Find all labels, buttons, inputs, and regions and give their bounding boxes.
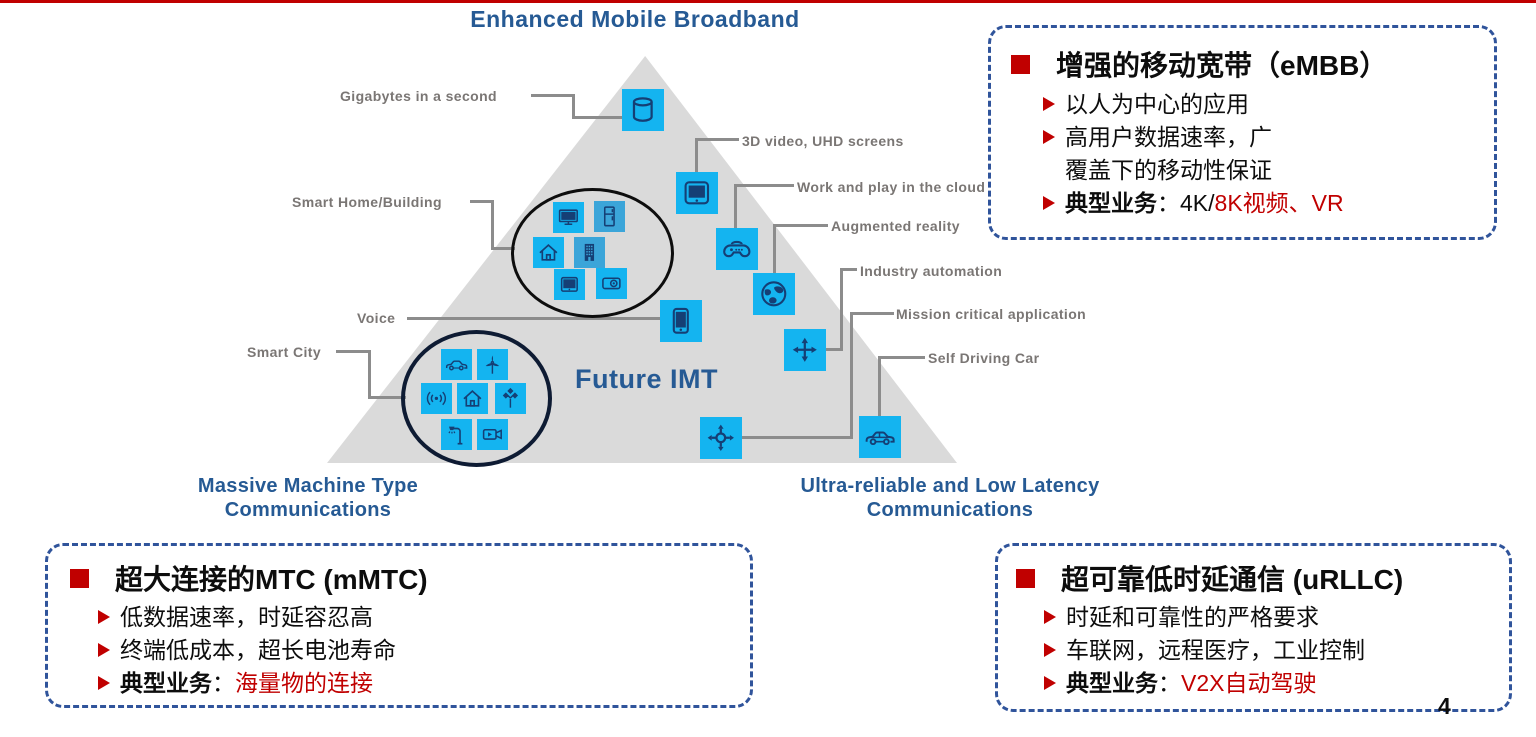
connector-line bbox=[368, 396, 406, 399]
urllc-axis-title-line1: Ultra-reliable and Low Latency bbox=[800, 475, 1100, 497]
arrow-bullet-icon bbox=[1044, 643, 1056, 657]
connector-line bbox=[840, 268, 857, 271]
arrow-bullet-icon bbox=[98, 610, 110, 624]
label-mission: Mission critical application bbox=[896, 306, 1087, 322]
building-icon bbox=[574, 237, 605, 268]
label-ar: Augmented reality bbox=[831, 218, 960, 234]
embb-bullet-1: 以人为中心的应用 bbox=[1043, 88, 1494, 121]
arrow-bullet-icon bbox=[1044, 610, 1056, 624]
label-self-driving: Self Driving Car bbox=[928, 350, 1040, 366]
camera-icon bbox=[596, 268, 627, 299]
connector-line bbox=[695, 138, 739, 141]
urllc-bullet-3: 典型业务：V2X自动驾驶 bbox=[1044, 667, 1509, 700]
city-house-icon bbox=[457, 383, 488, 414]
traffic-node-icon bbox=[495, 383, 526, 414]
wind-turbine-icon bbox=[477, 349, 508, 380]
globe-icon bbox=[753, 273, 795, 315]
connector-line bbox=[368, 350, 371, 399]
mmtc-title: 超大连接的MTC (mMTC) bbox=[115, 564, 428, 595]
four-way-arrows-icon bbox=[784, 329, 826, 371]
connector-line bbox=[572, 94, 575, 119]
future-imt-label: Future IMT bbox=[575, 364, 718, 394]
square-bullet-icon bbox=[1011, 54, 1030, 74]
connector-line bbox=[695, 138, 698, 174]
urllc-axis-title: Ultra-reliable and Low Latency Communica… bbox=[748, 474, 1152, 522]
arrow-bullet-icon bbox=[1044, 676, 1056, 690]
database-cylinder-icon bbox=[622, 89, 664, 131]
mmtc-callout-box: 超大连接的MTC (mMTC) 低数据速率，时延容忍高 终端低成本，超长电池寿命… bbox=[45, 543, 753, 708]
connector-line bbox=[773, 224, 776, 275]
label-voice: Voice bbox=[357, 310, 396, 326]
house-icon bbox=[533, 237, 564, 268]
connector-line bbox=[734, 184, 794, 187]
mmtc-axis-title-line1: Massive Machine Type bbox=[197, 475, 419, 497]
arrow-bullet-icon bbox=[1043, 130, 1055, 144]
urllc-bullet-1: 时延和可靠性的严格要求 bbox=[1044, 601, 1509, 634]
urllc-heading: 超可靠低时延通信 (uRLLC) bbox=[1016, 558, 1509, 598]
embb-title: 增强的移动宽带（eMBB） bbox=[1056, 50, 1388, 81]
label-smart-city: Smart City bbox=[247, 344, 322, 360]
arrow-bullet-icon bbox=[98, 643, 110, 657]
smart-home-cluster-ring bbox=[511, 188, 674, 318]
embb-heading: 增强的移动宽带（eMBB） bbox=[1011, 44, 1494, 84]
antenna-icon bbox=[421, 383, 452, 414]
crossroads-icon bbox=[700, 417, 742, 459]
urllc-bullet-2: 车联网，远程医疗，工业控制 bbox=[1044, 634, 1509, 667]
monitor-3d-icon bbox=[676, 172, 718, 214]
street-lamp-icon bbox=[441, 419, 472, 450]
gamepad-icon bbox=[716, 228, 758, 270]
connector-line bbox=[773, 224, 828, 227]
label-smart-home: Smart Home/Building bbox=[292, 194, 442, 210]
city-car-icon bbox=[441, 349, 472, 380]
diagram-title: Enhanced Mobile Broadband bbox=[470, 6, 800, 32]
connector-line bbox=[850, 312, 894, 315]
mmtc-bullet-1: 低数据速率，时延容忍高 bbox=[98, 601, 750, 634]
top-accent-bar bbox=[0, 0, 1536, 3]
connector-line bbox=[531, 94, 575, 97]
connector-line bbox=[734, 184, 737, 230]
page-number: 4 bbox=[1438, 693, 1451, 719]
square-bullet-icon bbox=[1016, 568, 1035, 588]
label-industry: Industry automation bbox=[860, 263, 1003, 279]
connector-line bbox=[878, 356, 881, 419]
connector-line bbox=[470, 200, 494, 203]
car-icon bbox=[859, 416, 901, 458]
phone-icon bbox=[660, 300, 702, 342]
mmtc-axis-title: Massive Machine Type Communications bbox=[128, 474, 488, 522]
connector-line bbox=[742, 436, 853, 439]
connector-line bbox=[491, 200, 494, 250]
connector-line bbox=[491, 247, 515, 250]
label-3d-video: 3D video, UHD screens bbox=[742, 133, 904, 149]
square-bullet-icon bbox=[70, 568, 89, 588]
label-cloud: Work and play in the cloud bbox=[797, 179, 986, 195]
mmtc-heading: 超大连接的MTC (mMTC) bbox=[70, 558, 750, 598]
label-gigabytes: Gigabytes in a second bbox=[340, 88, 497, 104]
arrow-bullet-icon bbox=[1043, 196, 1055, 210]
connector-line bbox=[878, 356, 925, 359]
embb-callout-box: 增强的移动宽带（eMBB） 以人为中心的应用 高用户数据速率，广 覆盖下的移动性… bbox=[988, 25, 1497, 240]
mmtc-bullet-3: 典型业务：海量物的连接 bbox=[98, 667, 750, 700]
urllc-axis-title-line2: Communications bbox=[866, 499, 1034, 521]
connector-line bbox=[572, 116, 624, 119]
urllc-title: 超可靠低时延通信 (uRLLC) bbox=[1061, 564, 1404, 595]
connector-line bbox=[407, 317, 662, 320]
fridge-icon bbox=[594, 201, 625, 232]
connector-line bbox=[826, 348, 843, 351]
embb-bullet-3: 典型业务：4K/8K视频、VR bbox=[1043, 187, 1494, 220]
tablet-icon bbox=[554, 269, 585, 300]
arrow-bullet-icon bbox=[1043, 97, 1055, 111]
connector-line bbox=[840, 268, 843, 351]
connector-line bbox=[850, 312, 853, 439]
smart-city-cluster-ring bbox=[401, 330, 552, 467]
arrow-bullet-icon bbox=[98, 676, 110, 690]
camcorder-icon bbox=[477, 419, 508, 450]
embb-bullet-2: 高用户数据速率，广 覆盖下的移动性保证 bbox=[1043, 121, 1494, 187]
mmtc-bullet-2: 终端低成本，超长电池寿命 bbox=[98, 634, 750, 667]
tv-icon bbox=[553, 202, 584, 233]
connector-line bbox=[336, 350, 371, 353]
urllc-callout-box: 超可靠低时延通信 (uRLLC) 时延和可靠性的严格要求 车联网，远程医疗，工业… bbox=[995, 543, 1512, 712]
mmtc-axis-title-line2: Communications bbox=[224, 499, 392, 521]
